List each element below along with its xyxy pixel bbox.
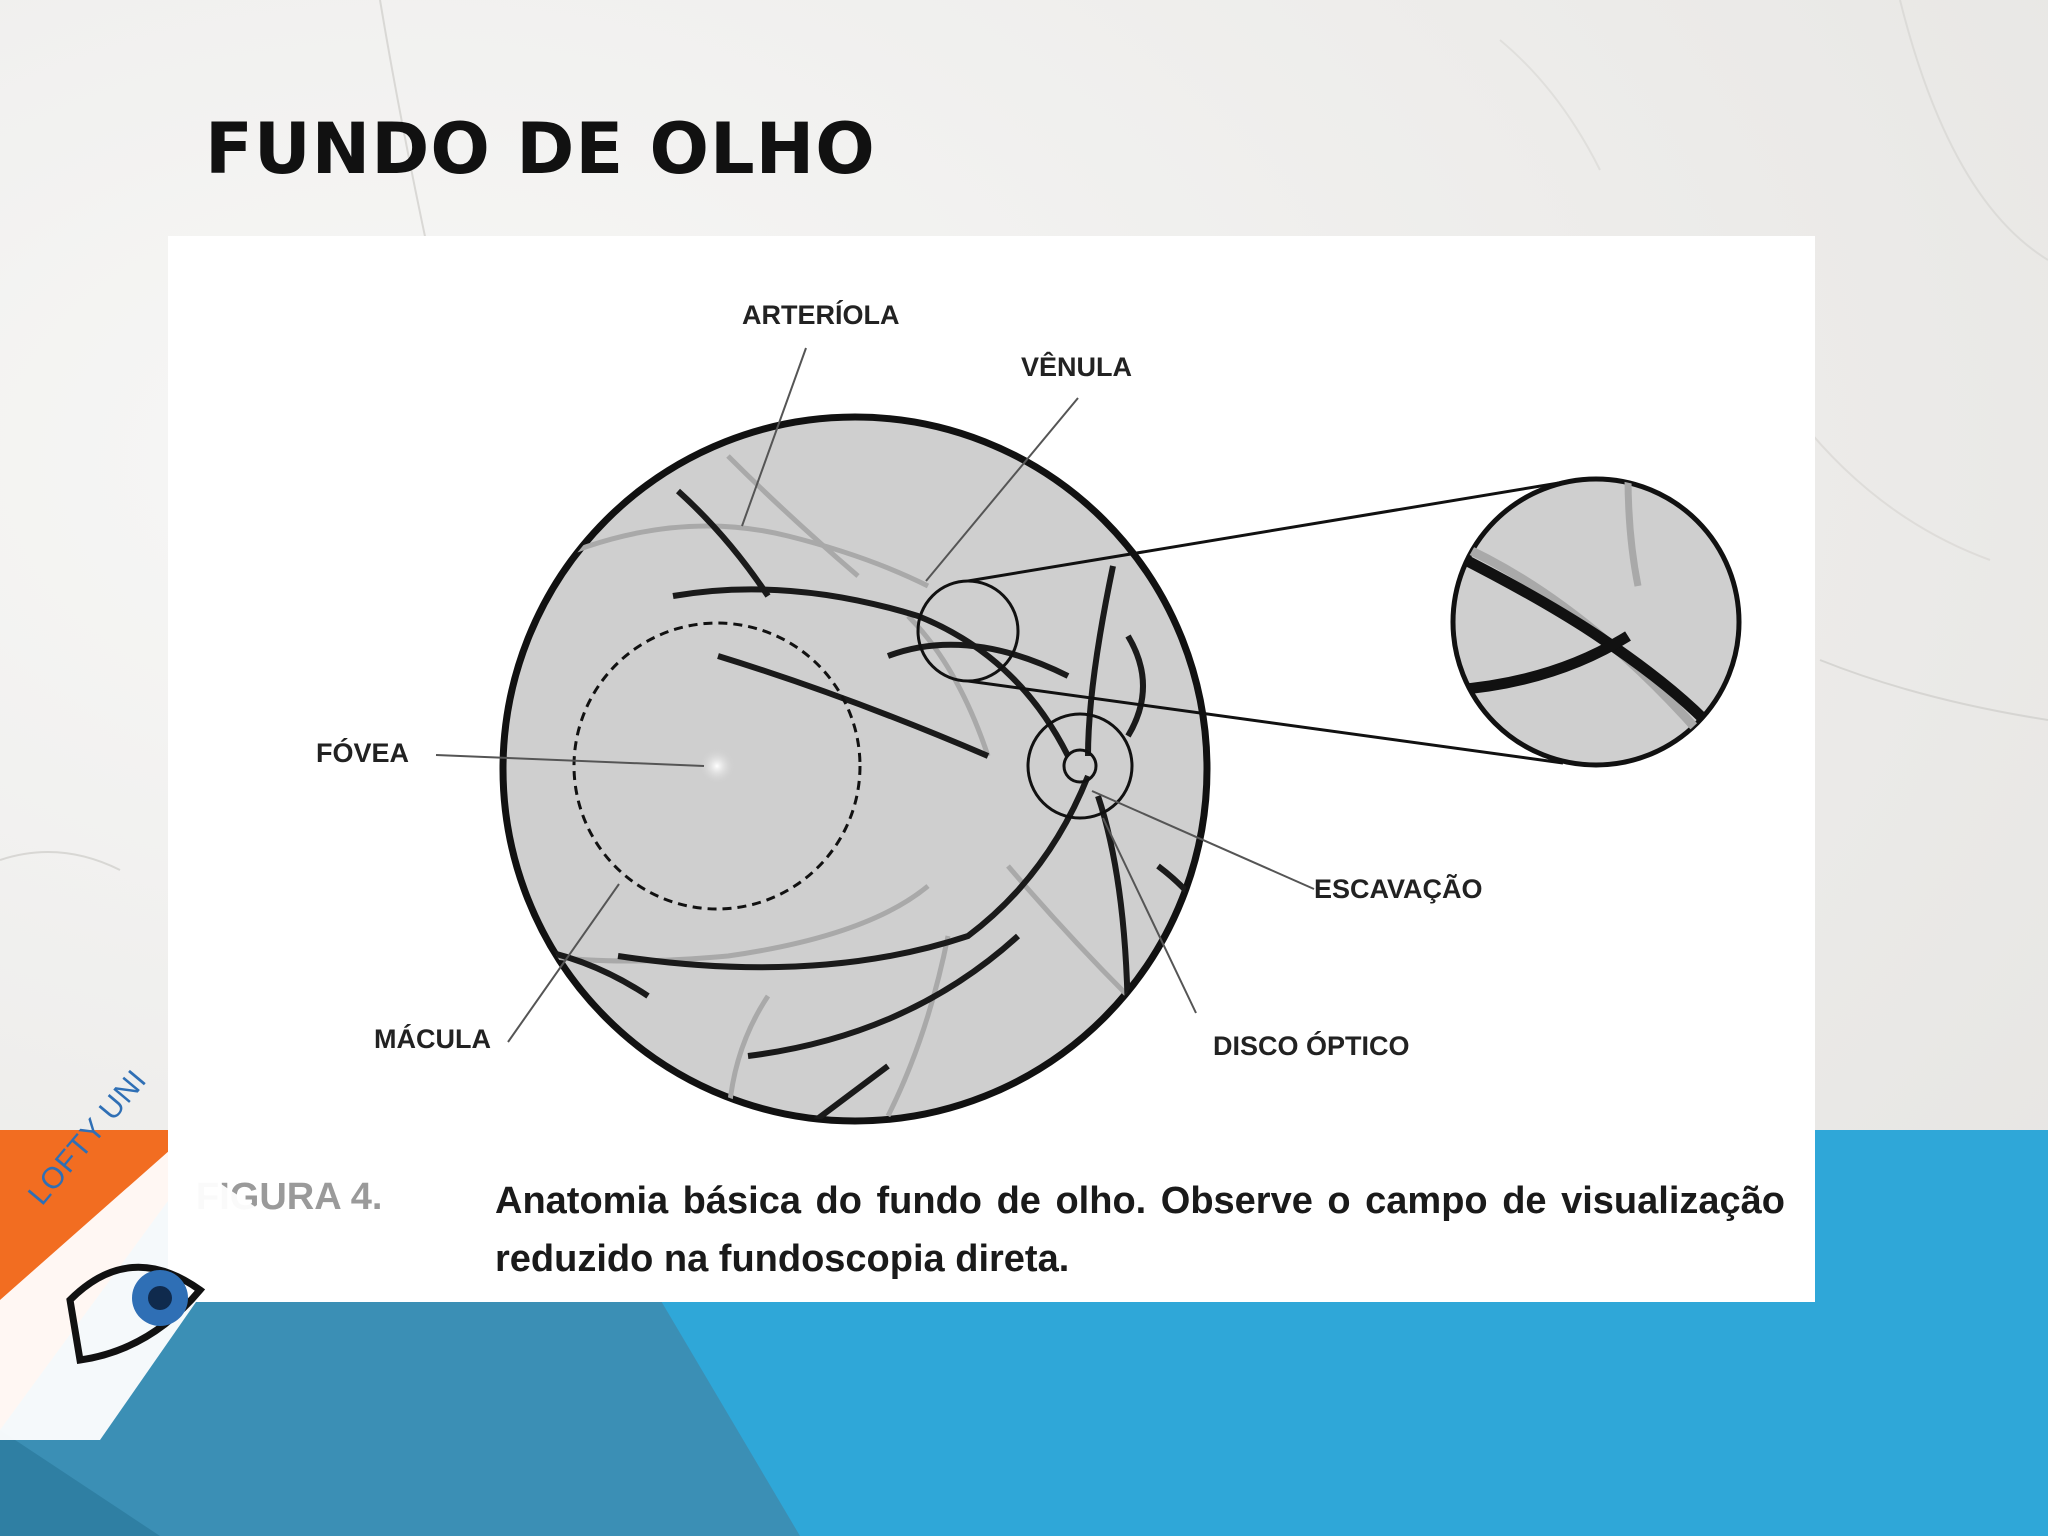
macula-circle [572, 621, 862, 911]
label-escavacao: ESCAVAÇÃO [1314, 874, 1483, 904]
figure-caption: Anatomia básica do fundo de olho. Observ… [495, 1180, 1785, 1280]
label-fovea: FÓVEA [316, 738, 410, 768]
logo: LOFTY UNI [0, 1063, 260, 1440]
fundus-diagram [435, 347, 1742, 1125]
label-macula: MÁCULA [374, 1024, 491, 1054]
optic-disc [1026, 712, 1134, 820]
label-disco-optico: DISCO ÓPTICO [1213, 1031, 1410, 1061]
fundus-circle [499, 413, 1211, 1125]
zoom-circle [1450, 476, 1742, 768]
optic-cup [1062, 748, 1098, 784]
fovea-spot [699, 748, 735, 784]
label-arteriola: ARTERÍOLA [742, 300, 900, 330]
label-venula: VÊNULA [1021, 352, 1133, 382]
figure-panel: ARTERÍOLA VÊNULA FÓVEA ESCAVAÇÃO MÁCULA … [168, 236, 1815, 1302]
page-title: FUNDO DE OLHO [205, 108, 876, 190]
